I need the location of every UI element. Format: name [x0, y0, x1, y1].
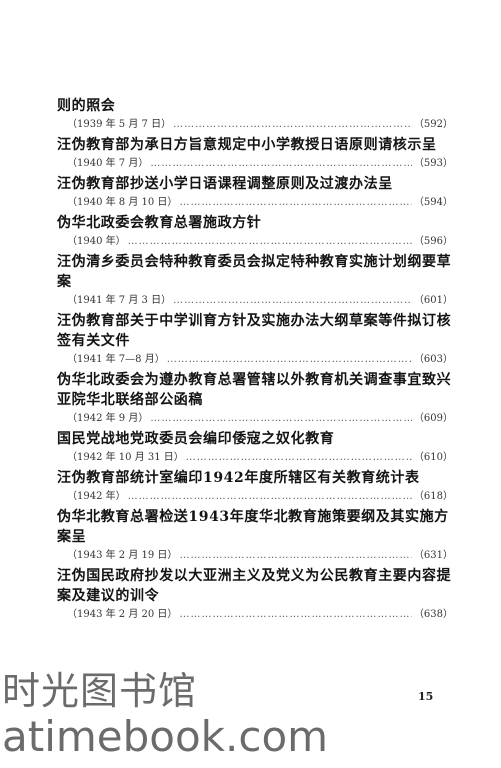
entry-title: 汪伪教育部为承日方旨意规定中小学教授日语原则请核示呈 — [57, 137, 437, 153]
watermark-url: atimebook.com — [2, 712, 329, 761]
entry-page: （618） — [413, 491, 453, 502]
toc-entry: 国民党战地党政委员会编印倭寇之奴化教育 （1942 年 10 月 31 日） （… — [57, 429, 453, 467]
entry-date: （1942 年 9 月） — [67, 413, 149, 424]
entry-date: （1940 年 8 月 10 日） — [67, 197, 178, 208]
entry-title: 汪伪教育部抄送小学日语课程调整原则及过渡办法呈 — [57, 176, 393, 192]
entry-title: 汪伪国民政府抄发以大亚洲主义及党义为公民教育主要内容提案及建议的训令 — [57, 568, 452, 604]
entry-page: （593） — [413, 158, 453, 169]
dot-leader — [128, 488, 412, 506]
entry-dateline: （1939 年 5 月 7 日） （592） — [57, 116, 453, 134]
table-of-contents: 则的照会 （1939 年 5 月 7 日） （592） 汪伪教育部为承日方旨意规… — [57, 96, 453, 625]
entry-dateline: （1943 年 2 月 19 日） （631） — [57, 547, 453, 565]
entry-title: 汪伪清乡委员会特种教育委员会拟定特种教育实施计划纲要草案 — [57, 254, 452, 290]
entry-dateline: （1943 年 2 月 20 日） （638） — [57, 606, 453, 624]
entry-title: 汪伪教育部统计室编印1942年度所辖区有关教育统计表 — [57, 470, 420, 486]
dot-leader — [173, 116, 412, 134]
entry-dateline: （1940 年） （596） — [57, 233, 453, 251]
entry-dateline: （1940 年 8 月 10 日） （594） — [57, 194, 453, 212]
page-number: 15 — [418, 690, 434, 703]
dot-leader — [167, 351, 412, 369]
entry-page: （609） — [413, 413, 453, 424]
dot-leader — [179, 547, 411, 565]
toc-entry: 汪伪教育部关于中学训育方针及实施办法大纲草案等件拟订核签有关文件 （1941 年… — [57, 311, 453, 369]
entry-date: （1943 年 2 月 20 日） — [67, 609, 178, 620]
entry-dateline: （1940 年 7 月） （593） — [57, 155, 453, 173]
entry-dateline: （1942 年 9 月） （609） — [57, 410, 453, 428]
entry-title: 伪华北教育总署检送1943年度华北教育施策要纲及其实施方案呈 — [57, 509, 449, 545]
entry-date: （1940 年） — [67, 236, 126, 247]
dot-leader — [173, 292, 412, 310]
watermark-chinese: 时光图书馆 — [2, 669, 198, 713]
toc-entry: 则的照会 （1939 年 5 月 7 日） （592） — [57, 96, 453, 134]
entry-title: 则的照会 — [57, 98, 116, 114]
toc-entry: 伪华北教育总署检送1943年度华北教育施策要纲及其实施方案呈 （1943 年 2… — [57, 507, 453, 565]
entry-page: （610） — [413, 452, 453, 463]
entry-date: （1941 年 7—8 月） — [67, 354, 165, 365]
entry-page: （596） — [413, 236, 453, 247]
entry-page: （601） — [413, 295, 453, 306]
entry-dateline: （1942 年 10 月 31 日） （610） — [57, 449, 453, 467]
entry-title: 国民党战地党政委员会编印倭寇之奴化教育 — [57, 431, 335, 447]
entry-page: （594） — [413, 197, 453, 208]
entry-date: （1939 年 5 月 7 日） — [67, 119, 172, 130]
entry-date: （1942 年 10 月 31 日） — [67, 452, 184, 463]
toc-entry: 汪伪教育部为承日方旨意规定中小学教授日语原则请核示呈 （1940 年 7 月） … — [57, 135, 453, 173]
entry-title: 伪华北政委会教育总署施政方针 — [57, 215, 262, 231]
entry-date: （1942 年） — [67, 491, 126, 502]
dot-leader — [179, 606, 411, 624]
toc-entry: 伪华北政委会教育总署施政方针 （1940 年） （596） — [57, 213, 453, 251]
toc-entry: 汪伪教育部统计室编印1942年度所辖区有关教育统计表 （1942 年） （618… — [57, 468, 453, 506]
entry-page: （592） — [413, 119, 453, 130]
entry-dateline: （1942 年） （618） — [57, 488, 453, 506]
entry-title: 伪华北政委会为遵办教育总署管辖以外教育机关调查事宜致兴亚院华北联络部公函稿 — [57, 372, 452, 408]
entry-date: （1940 年 7 月） — [67, 158, 149, 169]
toc-entry: 伪华北政委会为遵办教育总署管辖以外教育机关调查事宜致兴亚院华北联络部公函稿 （1… — [57, 370, 453, 428]
entry-date: （1943 年 2 月 19 日） — [67, 550, 178, 561]
dot-leader — [128, 233, 412, 251]
entry-page: （638） — [413, 609, 453, 620]
toc-entry: 汪伪教育部抄送小学日语课程调整原则及过渡办法呈 （1940 年 8 月 10 日… — [57, 174, 453, 212]
entry-page: （603） — [413, 354, 453, 365]
entry-page: （631） — [413, 550, 453, 561]
entry-title: 汪伪教育部关于中学训育方针及实施办法大纲草案等件拟订核签有关文件 — [57, 313, 452, 349]
entry-dateline: （1941 年 7 月 3 日） （601） — [57, 292, 453, 310]
toc-entry: 汪伪国民政府抄发以大亚洲主义及党义为公民教育主要内容提案及建议的训令 （1943… — [57, 566, 453, 624]
dot-leader — [150, 155, 412, 173]
entry-dateline: （1941 年 7—8 月） （603） — [57, 351, 453, 369]
dot-leader — [179, 194, 411, 212]
entry-date: （1941 年 7 月 3 日） — [67, 295, 172, 306]
dot-leader — [150, 410, 412, 428]
dot-leader — [186, 449, 412, 467]
toc-entry: 汪伪清乡委员会特种教育委员会拟定特种教育实施计划纲要草案 （1941 年 7 月… — [57, 252, 453, 310]
